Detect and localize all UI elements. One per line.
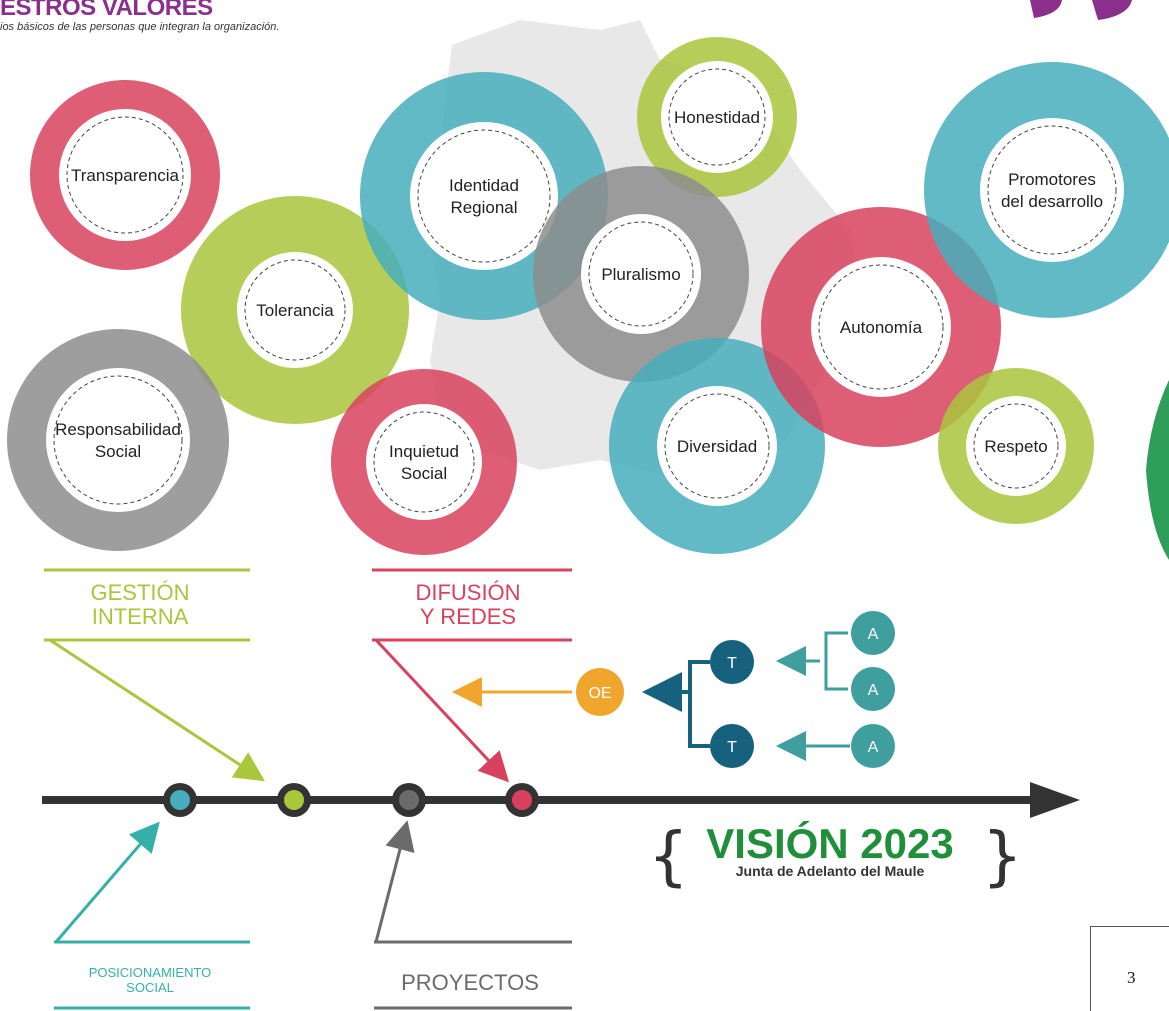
value-label-line: Social xyxy=(95,442,141,461)
value-label-line: Honestidad xyxy=(674,108,760,127)
value-ring-7: Pluralismo xyxy=(533,166,749,382)
timeline-dot xyxy=(512,790,532,810)
oe-node-label: OE xyxy=(588,685,611,702)
page-number-box xyxy=(1090,926,1169,1011)
value-ring-center xyxy=(581,214,701,334)
value-ring-dashed-border xyxy=(987,125,1117,255)
value-label-line: Transparencia xyxy=(71,166,180,185)
value-ring-center xyxy=(811,257,951,397)
page-title: ESTROS VALORES xyxy=(0,0,213,21)
value-ring-dashed-border xyxy=(664,393,770,499)
axis-label-line: INTERNA xyxy=(92,604,189,629)
vision-title: VISIÓN 2023 xyxy=(706,819,953,867)
value-ring-dashed-border xyxy=(373,411,475,513)
value-ring-dashed-border xyxy=(66,116,184,234)
value-ring-center xyxy=(237,252,353,368)
quote-mark-shape xyxy=(1030,0,1132,20)
value-label-line: Identidad xyxy=(449,176,519,195)
value-ring-2: Tolerancia xyxy=(181,196,409,424)
value-label-line: del desarrollo xyxy=(1001,192,1103,211)
value-ring-center xyxy=(661,61,773,173)
a-node-1-shape xyxy=(851,611,895,655)
value-ring-dashed-border xyxy=(973,403,1059,489)
axis-label-line: SOCIAL xyxy=(126,980,174,995)
value-label-line: Tolerancia xyxy=(256,301,334,320)
t-node-2-shape xyxy=(710,724,754,768)
a-node-2-shape xyxy=(851,667,895,711)
value-ring-9: Autonomía xyxy=(761,207,1001,447)
t-node-1-label: T xyxy=(727,655,737,672)
posicionamiento-arrow xyxy=(54,821,160,943)
vision-brace-left: { xyxy=(648,820,689,894)
value-label-line: Inquietud xyxy=(389,442,459,461)
value-ring-11: Respeto xyxy=(938,368,1094,524)
value-ring-6: Honestidad xyxy=(637,37,797,197)
value-ring-10: Promotores del desarrollo xyxy=(924,62,1169,318)
value-ring-dashed-border xyxy=(668,68,766,166)
value-ring-center xyxy=(657,386,777,506)
value-ring-dashed-border xyxy=(417,129,551,263)
value-ring-center xyxy=(980,118,1124,262)
t-node-2-label: T xyxy=(727,739,737,756)
value-label-line: Promotores xyxy=(1008,170,1096,189)
vision-subtitle: Junta de Adelanto del Maule xyxy=(736,863,925,879)
value-label-line: Respeto xyxy=(984,437,1047,456)
value-ring-1: Transparencia xyxy=(30,80,220,270)
timeline-dot xyxy=(284,790,304,810)
axis-label-line: PROYECTOS xyxy=(401,970,539,995)
a-node-3-shape xyxy=(851,724,895,768)
difusion-arrow xyxy=(374,638,510,783)
page-number: 3 xyxy=(1127,968,1136,987)
oe-node-shape xyxy=(576,668,624,716)
value-ring-8: Diversidad xyxy=(609,338,825,554)
axis-label-line: GESTIÓN xyxy=(90,580,189,605)
timeline-dot xyxy=(399,790,419,810)
a-node-1-label: A xyxy=(868,626,879,643)
value-label-line: Autonomía xyxy=(840,318,923,337)
a-bracket xyxy=(824,631,848,691)
value-ring-dashed-border xyxy=(588,221,694,327)
t-bracket xyxy=(688,660,710,748)
gestion-arrow xyxy=(49,638,266,782)
value-ring-center xyxy=(966,396,1066,496)
value-ring-center xyxy=(410,122,558,270)
value-label-line: Pluralismo xyxy=(601,265,680,284)
axis-label-line: DIFUSIÓN xyxy=(415,580,520,605)
timeline-dot xyxy=(170,790,190,810)
proyectos-arrow xyxy=(374,820,415,943)
a-node-2-label: A xyxy=(868,682,879,699)
value-label-line: Social xyxy=(401,464,447,483)
axis-label-line: POSICIONAMIENTO xyxy=(89,965,212,980)
page-subtitle: ios básicos de las personas que integran… xyxy=(0,21,280,33)
axis-label-line: Y REDES xyxy=(420,604,516,629)
value-label-line: Responsabilidad xyxy=(55,420,181,439)
value-ring-dashed-border xyxy=(244,259,346,361)
value-ring-dashed-border xyxy=(53,375,183,505)
value-label-line: Regional xyxy=(450,198,517,217)
a-node-3-label: A xyxy=(868,739,879,756)
value-ring-center xyxy=(46,368,190,512)
t-node-1-shape xyxy=(710,640,754,684)
value-ring-center xyxy=(59,109,191,241)
value-ring-dashed-border xyxy=(818,264,944,390)
vision-brace-right: } xyxy=(982,820,1023,894)
value-label-line: Diversidad xyxy=(677,437,757,456)
timeline-arrowhead xyxy=(1030,782,1080,818)
value-ring-center xyxy=(366,404,482,520)
green-decoration-shape xyxy=(1146,380,1169,560)
